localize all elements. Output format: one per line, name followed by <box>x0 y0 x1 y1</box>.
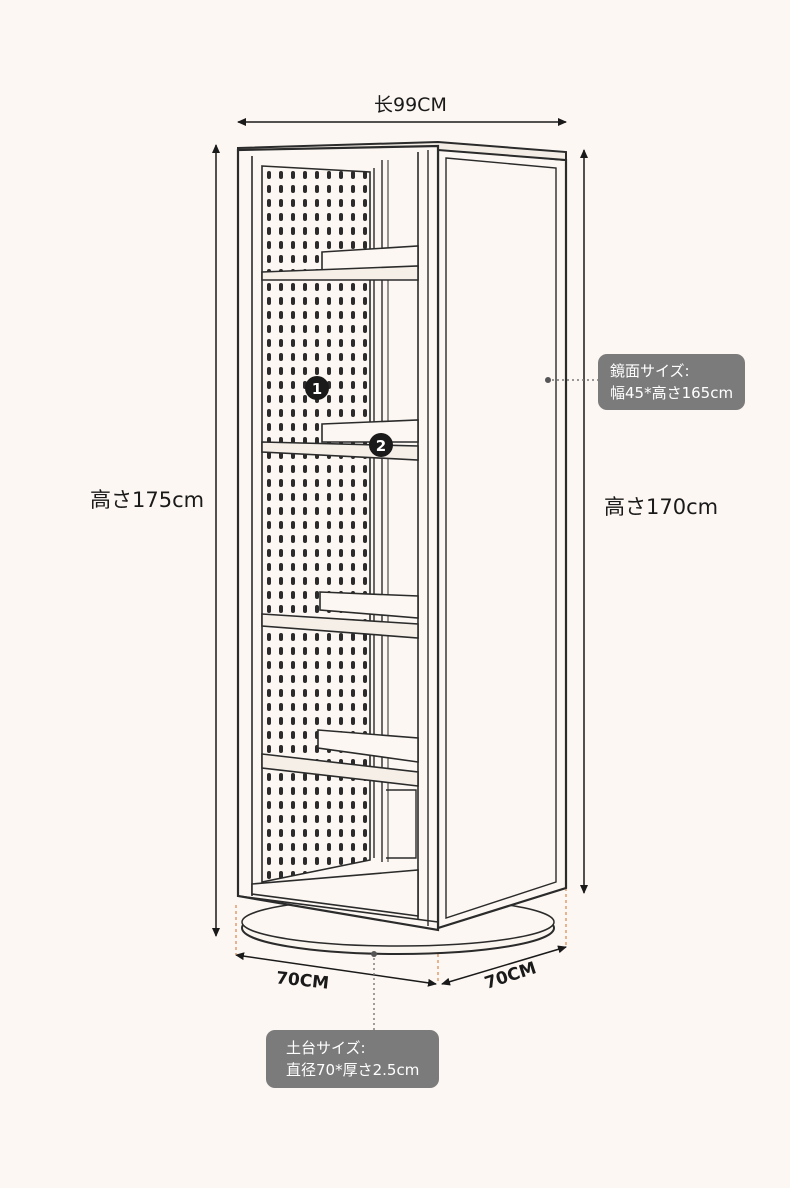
base-size-title: 土台サイズ: <box>286 1039 366 1057</box>
base-callout-leader <box>371 951 377 1030</box>
body-height-label: 高さ170cm <box>604 495 719 519</box>
marker-2: 2 <box>369 433 393 457</box>
mirror-size-title: 鏡面サイズ: <box>610 362 690 380</box>
mirror-side-panel <box>436 146 568 930</box>
shelf-1 <box>261 245 419 281</box>
depth-left-dimension-arrow <box>235 952 437 987</box>
mirror-callout-leader <box>545 377 598 383</box>
base-size-callout: 土台サイズ: 直径70*厚さ2.5cm <box>266 1030 440 1088</box>
shelf-3 <box>261 591 419 639</box>
base-size-value: 直径70*厚さ2.5cm <box>286 1061 420 1079</box>
marker-1: 1 <box>305 376 329 400</box>
length-dimension-label: 长99CM <box>374 94 447 116</box>
cabinet-bottom <box>237 869 439 923</box>
marker-2-label: 2 <box>376 437 386 455</box>
shelf-4 <box>261 729 419 787</box>
total-height-label: 高さ175cm <box>90 488 205 512</box>
marker-1-label: 1 <box>312 380 322 398</box>
mirror-size-value: 幅45*高さ165cm <box>610 384 734 402</box>
mirror-size-callout: 鏡面サイズ: 幅45*高さ165cm <box>598 354 746 410</box>
depth-right-dimension-arrow <box>441 945 567 986</box>
